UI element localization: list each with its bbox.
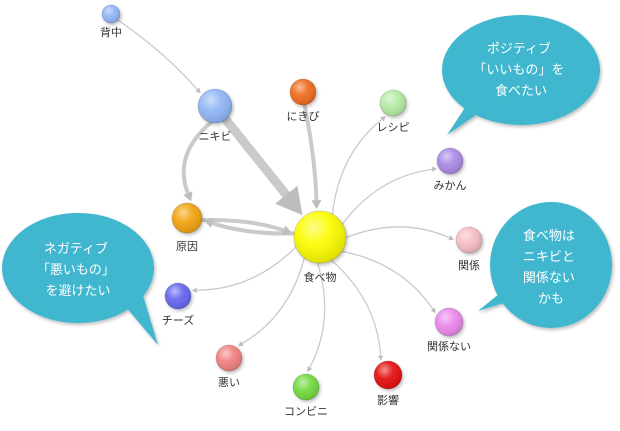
node-effect[interactable]: 影響: [373, 360, 403, 407]
arrowhead-food-to-bad: [238, 341, 244, 347]
callout-positive-line-1: ポジティブ: [487, 41, 551, 57]
node-mikan-gloss: [437, 148, 463, 174]
node-unrelated[interactable]: 関係ない: [427, 307, 471, 353]
node-food-label: 食べ物: [304, 270, 337, 284]
node-nikibi_hira-label: にきび: [287, 110, 320, 123]
edge-nikibi_hira-to-food: [302, 102, 319, 203]
node-back-gloss: [102, 5, 120, 23]
arrowhead-cause-to-food: [282, 225, 293, 235]
callout-negative: ネガティブ 「悪いもの」 を避けたい: [2, 213, 158, 345]
callout-relation: 食べ物は ニキビと 関係ない かも: [478, 202, 612, 328]
edge-food-to-unrelated: [341, 250, 434, 310]
node-cause-gloss: [172, 203, 202, 233]
edge-food-to-conbini: [309, 262, 326, 369]
node-acne-label: ニキビ: [199, 130, 232, 143]
arrowhead-nikibi_hira-to-food: [311, 200, 322, 210]
edge-acne-to-cause: [181, 120, 213, 196]
callout-relation-line-1: 食べ物は: [523, 228, 575, 244]
node-cheese[interactable]: チーズ: [162, 282, 194, 327]
node-effect-label: 影響: [377, 393, 399, 407]
node-cheese-gloss: [165, 283, 191, 309]
callout-negative-line-1: ネガティブ: [44, 241, 108, 257]
node-conbini-gloss: [293, 374, 319, 400]
node-bad-label: 悪い: [218, 376, 240, 389]
node-conbini-label: コンビニ: [284, 405, 328, 418]
node-recipe-gloss: [380, 90, 406, 116]
node-recipe-label: レシピ: [377, 121, 410, 134]
node-mikan-label: みかん: [434, 179, 467, 192]
node-food-gloss: [294, 211, 346, 263]
arrowhead-acne-to-cause: [183, 191, 193, 202]
edge-back-to-acne: [117, 19, 199, 91]
svg-text:食べ物は ニキビと 関係ない: 食べ物は ニキビと 関係ない かも: [523, 228, 579, 307]
arrowhead-back-to-acne: [195, 87, 201, 94]
arrowhead-food-to-cheese: [191, 287, 197, 293]
svg-text:ポジティブ 「いいもの」を 食べたい: ポジティブ 「いいもの」を 食べたい: [473, 41, 568, 99]
callout-positive-line-3: 食べたい: [495, 83, 547, 99]
callout-relation-line-4: かも: [538, 292, 564, 307]
edge-food-to-effect: [330, 259, 382, 357]
node-nikibi_hira[interactable]: にきび: [287, 78, 320, 123]
arrowhead-food-to-effect: [377, 355, 384, 361]
node-back[interactable]: 背中: [100, 4, 122, 39]
arrowhead-food-to-cause: [203, 218, 214, 228]
node-unrelated-gloss: [435, 308, 463, 336]
node-nikibi_hira-gloss: [290, 79, 316, 105]
callout-positive-bubble: [442, 15, 600, 125]
node-cause[interactable]: 原因: [171, 202, 203, 253]
node-conbini[interactable]: コンビニ: [284, 373, 328, 418]
callout-relation-bubble: [490, 202, 612, 328]
node-bad[interactable]: 悪い: [215, 344, 243, 389]
arrowhead-food-to-unrelated: [430, 307, 436, 314]
node-relation-gloss: [456, 227, 482, 253]
edge-food-to-bad: [241, 257, 306, 345]
edge-food-to-recipe: [331, 118, 383, 215]
arrowhead-food-to-conbini: [307, 366, 313, 373]
svg-text:ネガティブ 「悪いもの」 を避けたい: ネガティブ 「悪いもの」 を避けたい: [37, 241, 119, 299]
node-unrelated-label: 関係ない: [427, 340, 471, 353]
callout-positive-line-2: 「いいもの」を: [473, 63, 564, 78]
callout-relation-line-3: 関係ない: [523, 271, 575, 286]
arrowhead-layer: [183, 87, 455, 373]
node-recipe[interactable]: レシピ: [377, 89, 410, 134]
callout-negative-line-3: を避けたい: [45, 284, 110, 299]
arrowhead-food-to-recipe: [380, 116, 386, 122]
node-mikan[interactable]: みかん: [434, 147, 467, 192]
node-relation[interactable]: 関係: [455, 226, 483, 272]
callout-negative-bubble: [2, 213, 154, 323]
edge-food-to-relation: [345, 226, 451, 239]
node-acne[interactable]: ニキビ: [197, 88, 233, 143]
arrowhead-food-to-mikan: [431, 166, 438, 172]
edge-food-to-cheese: [196, 246, 297, 291]
node-back-label: 背中: [100, 25, 122, 39]
callout-relation-line-2: ニキビと: [523, 250, 575, 265]
callout-negative-line-2: 「悪いもの」: [37, 263, 115, 278]
node-bad-gloss: [216, 345, 242, 371]
arrowhead-acne-to-food: [275, 185, 303, 216]
node-food[interactable]: 食べ物: [293, 210, 347, 284]
edge-food-to-mikan: [341, 168, 433, 225]
node-acne-gloss: [198, 89, 232, 123]
node-cause-label: 原因: [176, 240, 198, 253]
callout-positive: ポジティブ 「いいもの」を 食べたい: [442, 15, 600, 135]
arrowhead-food-to-relation: [448, 235, 455, 241]
edge-acne-to-food: [221, 114, 291, 200]
node-effect-gloss: [374, 361, 402, 389]
node-cheese-label: チーズ: [162, 313, 194, 327]
node-relation-label: 関係: [458, 259, 480, 272]
